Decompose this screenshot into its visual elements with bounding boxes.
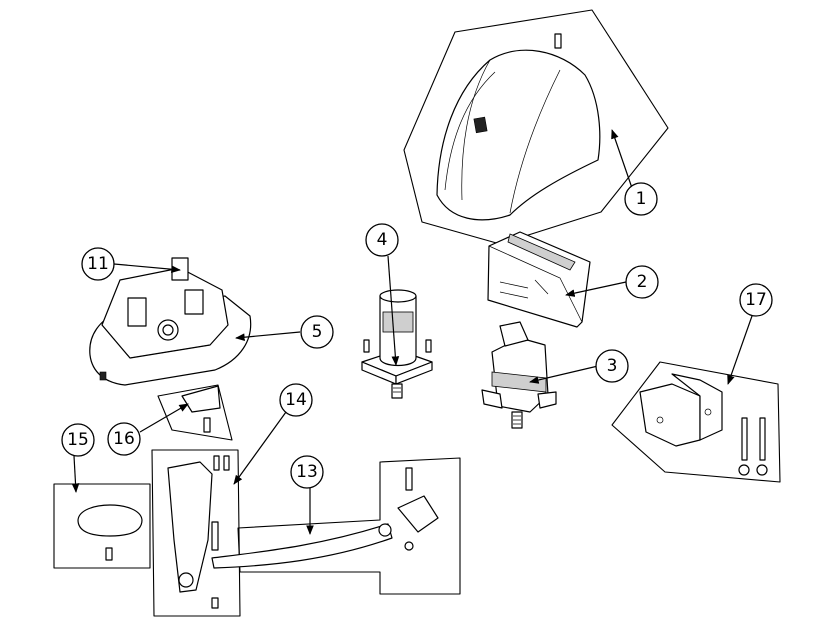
callout-13: 13 [290, 455, 324, 489]
svg-text:1: 1 [636, 189, 647, 209]
callout-4: 4 [365, 223, 399, 257]
callout-11: 11 [81, 247, 115, 281]
callout-2: 2 [625, 265, 659, 299]
part-4-motor [361, 289, 433, 399]
svg-text:14: 14 [285, 390, 307, 410]
callout-5: 5 [300, 315, 334, 349]
part-16-label-plate [157, 384, 233, 441]
svg-text:13: 13 [296, 462, 318, 482]
callout-3: 3 [595, 349, 629, 383]
svg-text:2: 2 [637, 272, 648, 292]
part-14-arm [151, 449, 241, 617]
part-3-transformer [481, 321, 557, 429]
callout-16: 16 [107, 422, 141, 456]
part-1-cover [403, 9, 669, 245]
part-17-bracket [611, 361, 781, 483]
svg-text:3: 3 [607, 356, 618, 376]
leader-lines [71, 129, 753, 535]
part-13-curved-arm [211, 457, 461, 595]
part-2-control-board [487, 231, 591, 328]
svg-text:4: 4 [377, 230, 388, 250]
callout-15: 15 [61, 423, 95, 457]
svg-text:17: 17 [745, 290, 767, 310]
svg-text:5: 5 [312, 322, 323, 342]
svg-text:16: 16 [113, 429, 135, 449]
callout-14: 14 [279, 383, 313, 417]
callout-17: 17 [739, 283, 773, 317]
svg-text:15: 15 [67, 430, 89, 450]
part-15-end-cap [53, 483, 151, 569]
svg-text:11: 11 [87, 254, 109, 274]
callout-1: 1 [624, 182, 658, 216]
part-5-base-housing [89, 257, 252, 386]
